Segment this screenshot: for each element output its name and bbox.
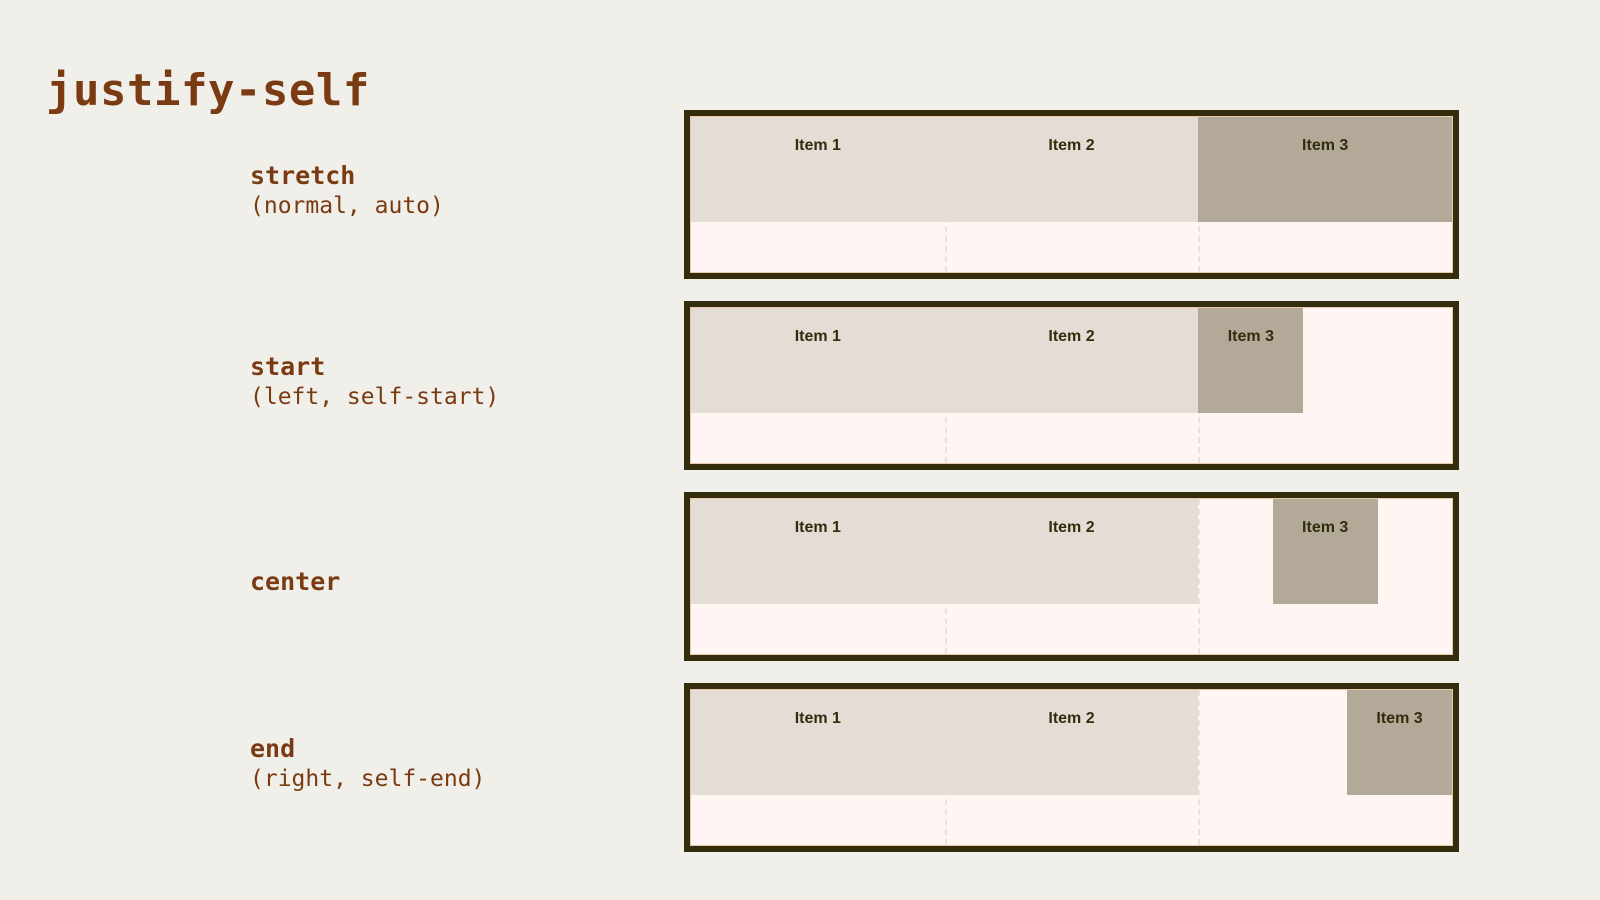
page-title: justify-self bbox=[46, 65, 370, 117]
grid-item-label-center-3: Item 3 bbox=[1302, 519, 1349, 536]
grid-item-label-stretch-2: Item 2 bbox=[1048, 137, 1095, 154]
grid-item-end-3: Item 3 bbox=[1347, 690, 1453, 795]
grid-item-label-center-2: Item 2 bbox=[1048, 519, 1095, 536]
grid-container: Item 1 Item 2 Item 3 bbox=[684, 301, 1459, 470]
grid-item-label-end-1: Item 1 bbox=[794, 710, 841, 727]
grid-cells: Item 1 Item 2 Item 3 bbox=[691, 308, 1452, 413]
demo-row-start: start (left, self-start) Item 1 Item 2 I… bbox=[0, 295, 1600, 486]
row-aliases-end: (right, self-end) bbox=[250, 765, 486, 792]
grid-container: Item 1 Item 2 Item 3 bbox=[684, 110, 1459, 279]
grid-cells: Item 1 Item 2 Item 3 bbox=[691, 117, 1453, 222]
row-keyword-end: end bbox=[250, 734, 296, 763]
grid-cell-start-2: Item 2 bbox=[944, 308, 1199, 413]
grid-item-label-stretch-3: Item 3 bbox=[1302, 137, 1349, 154]
grid-cell-stretch-3: Item 3 bbox=[1198, 117, 1453, 222]
grid-item-label-end-3: Item 3 bbox=[1376, 710, 1423, 727]
row-keyword-stretch: stretch bbox=[250, 161, 356, 190]
grid-cell-end-2: Item 2 bbox=[944, 690, 1199, 795]
grid-cell-center-1: Item 1 bbox=[691, 499, 945, 604]
grid-item-label-center-1: Item 1 bbox=[794, 519, 841, 536]
demo-row-list: stretch (normal, auto) Item 1 Item 2 Ite… bbox=[0, 104, 1600, 868]
grid-cell-center-2: Item 2 bbox=[944, 499, 1199, 604]
grid-item-label-end-2: Item 2 bbox=[1048, 710, 1095, 727]
row-keyword-start: start bbox=[250, 352, 326, 381]
row-label-stretch: stretch (normal, auto) bbox=[250, 161, 650, 222]
row-keyword-center: center bbox=[250, 567, 341, 596]
grid-item-label-start-3: Item 3 bbox=[1227, 328, 1274, 345]
grid-cell-end-3: Item 3 bbox=[1198, 690, 1453, 795]
grid-item-label-stretch-1: Item 1 bbox=[794, 137, 841, 154]
grid-cell-stretch-1: Item 1 bbox=[691, 117, 945, 222]
grid-item-stretch-2: Item 2 bbox=[944, 117, 1199, 222]
grid-item-stretch-1: Item 1 bbox=[691, 117, 945, 222]
grid-cell-start-1: Item 1 bbox=[691, 308, 945, 413]
grid-cell-end-1: Item 1 bbox=[691, 690, 945, 795]
demo-row-center: center Item 1 Item 2 Item 3 bbox=[0, 486, 1600, 677]
grid-item-start-2: Item 2 bbox=[944, 308, 1199, 413]
row-label-center: center bbox=[250, 567, 650, 597]
grid-item-end-1: Item 1 bbox=[691, 690, 945, 795]
grid-item-stretch-3: Item 3 bbox=[1198, 117, 1453, 222]
grid-cell-center-3: Item 3 bbox=[1198, 499, 1452, 604]
grid-cells: Item 1 Item 2 Item 3 bbox=[691, 499, 1452, 604]
grid-item-label-start-1: Item 1 bbox=[794, 328, 841, 345]
grid-item-end-2: Item 2 bbox=[944, 690, 1199, 795]
demo-row-end: end (right, self-end) Item 1 Item 2 Item… bbox=[0, 677, 1600, 868]
grid-item-center-2: Item 2 bbox=[944, 499, 1199, 604]
grid-inner: Item 1 Item 2 Item 3 bbox=[690, 498, 1453, 655]
grid-cell-start-3: Item 3 bbox=[1198, 308, 1452, 413]
grid-item-center-3: Item 3 bbox=[1272, 499, 1378, 604]
row-label-end: end (right, self-end) bbox=[250, 734, 650, 795]
grid-item-label-start-2: Item 2 bbox=[1048, 328, 1095, 345]
grid-container: Item 1 Item 2 Item 3 bbox=[684, 492, 1459, 661]
grid-inner: Item 1 Item 2 Item 3 bbox=[690, 689, 1453, 846]
row-aliases-stretch: (normal, auto) bbox=[250, 192, 444, 219]
grid-item-center-1: Item 1 bbox=[691, 499, 945, 604]
grid-inner: Item 1 Item 2 Item 3 bbox=[690, 307, 1453, 464]
grid-container: Item 1 Item 2 Item 3 bbox=[684, 683, 1459, 852]
grid-cell-stretch-2: Item 2 bbox=[944, 117, 1199, 222]
demo-row-stretch: stretch (normal, auto) Item 1 Item 2 Ite… bbox=[0, 104, 1600, 295]
row-label-start: start (left, self-start) bbox=[250, 352, 650, 413]
grid-cells: Item 1 Item 2 Item 3 bbox=[691, 690, 1453, 795]
grid-inner: Item 1 Item 2 Item 3 bbox=[690, 116, 1453, 273]
row-aliases-start: (left, self-start) bbox=[250, 383, 500, 410]
grid-item-start-1: Item 1 bbox=[691, 308, 945, 413]
grid-item-start-3: Item 3 bbox=[1198, 308, 1304, 413]
